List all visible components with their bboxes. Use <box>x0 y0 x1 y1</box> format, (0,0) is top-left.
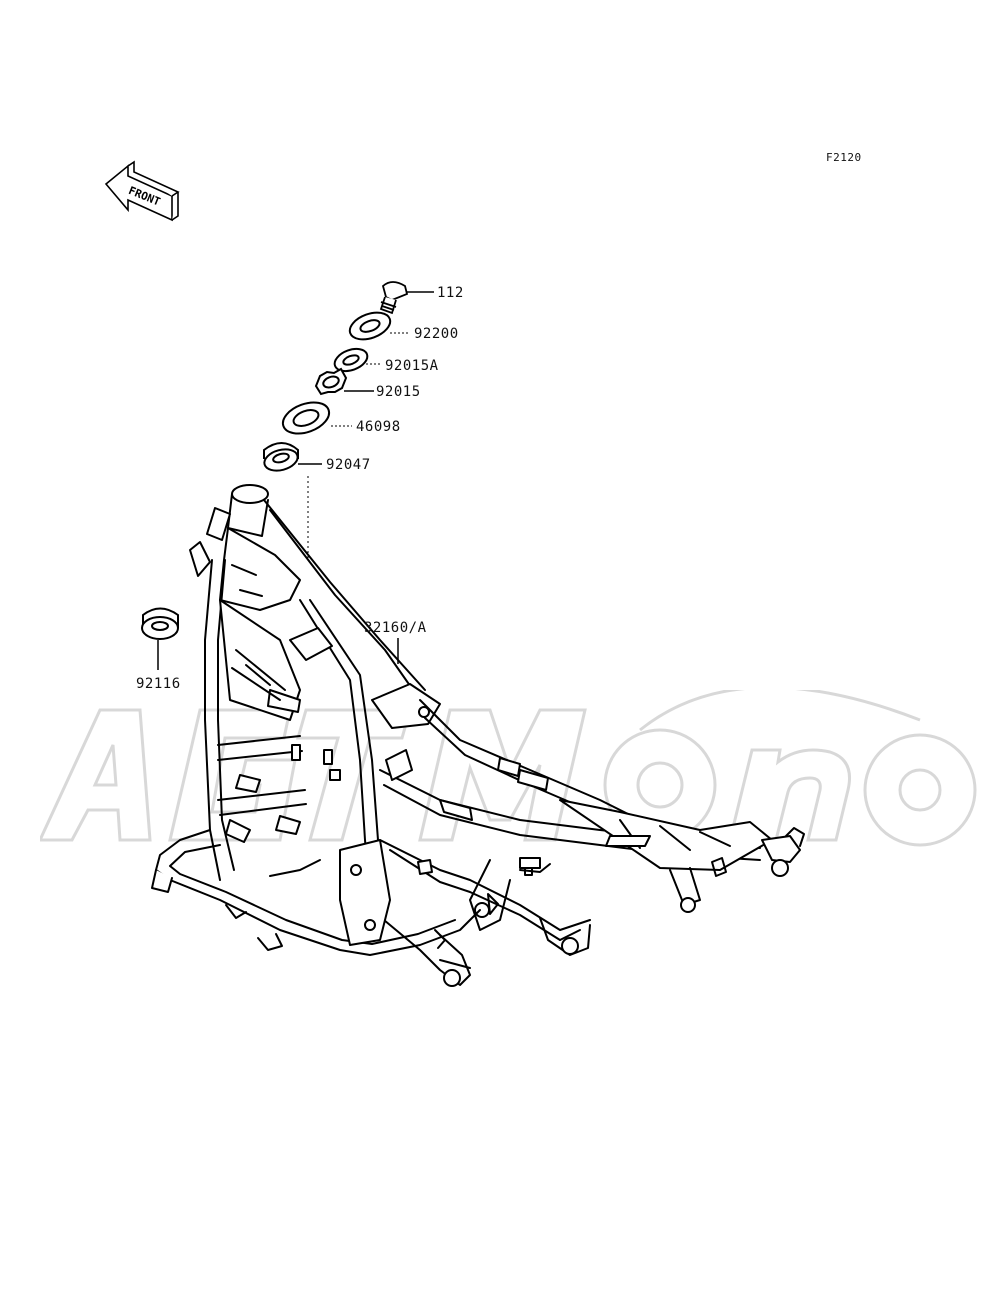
part-label-92015A[interactable]: 92015A <box>385 358 439 374</box>
diagram-code: F2120 <box>826 151 862 164</box>
part-92015-nut-icon <box>314 367 348 396</box>
part-label-46098[interactable]: 46098 <box>356 419 401 435</box>
part-46098-cover-icon <box>281 401 331 435</box>
part-92116-seal-icon <box>141 607 179 640</box>
part-label-92116[interactable]: 92116 <box>136 676 181 692</box>
part-92015A-nut-icon <box>333 347 369 373</box>
part-112-bolt-icon <box>379 281 409 315</box>
part-label-112[interactable]: 112 <box>437 285 464 301</box>
part-92200-washer-icon <box>348 311 392 341</box>
part-92047-bearing-icon <box>263 442 299 472</box>
part-label-92015[interactable]: 92015 <box>376 384 421 400</box>
part-label-92200[interactable]: 92200 <box>414 326 459 342</box>
front-arrow-icon <box>104 160 180 222</box>
part-32160-frame-drawing <box>151 484 805 987</box>
part-label-92047[interactable]: 92047 <box>326 457 371 473</box>
part-label-32160A[interactable]: 32160/A <box>364 620 427 636</box>
